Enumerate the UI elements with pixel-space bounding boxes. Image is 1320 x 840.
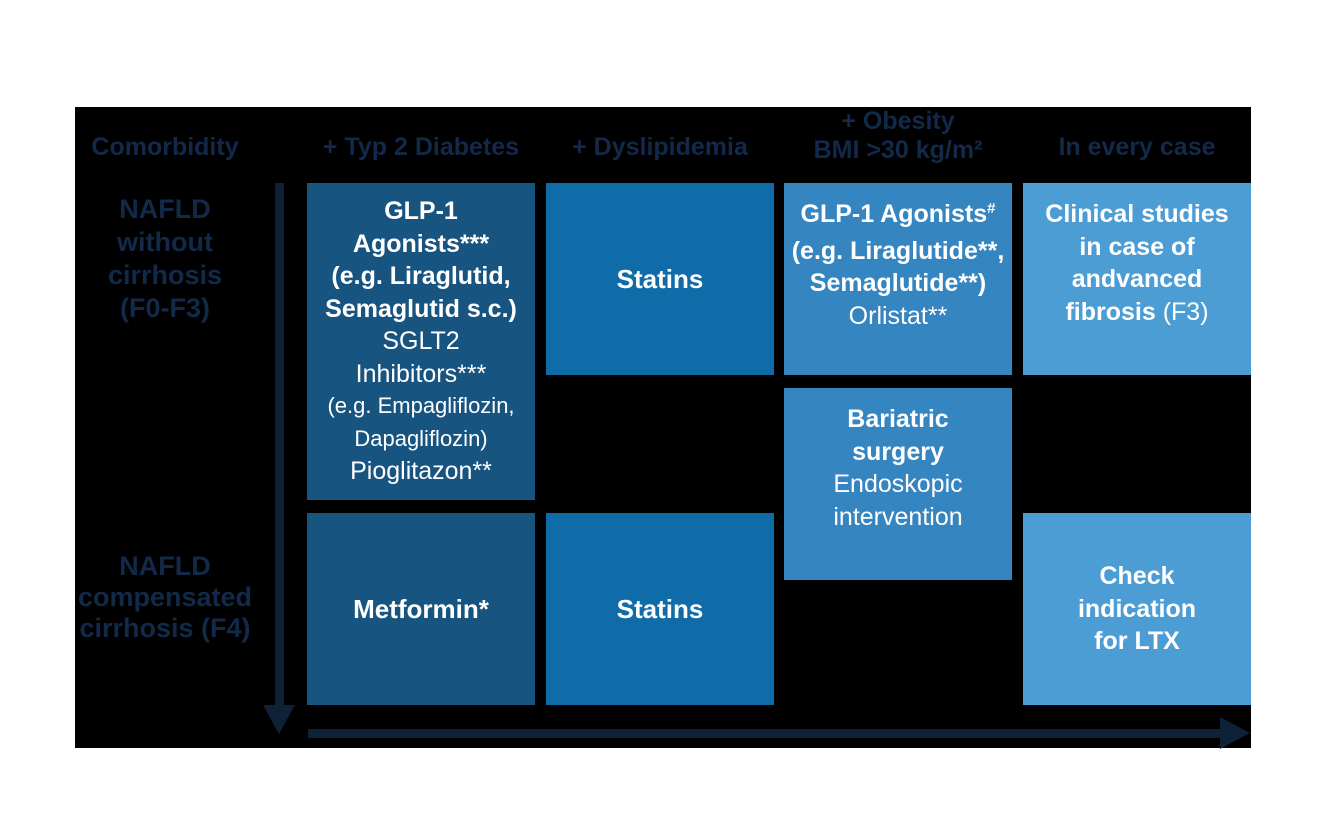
box-line: Metformin* — [353, 594, 489, 624]
box-line: Inhibitors*** — [355, 359, 487, 388]
box-title-superscript: # — [987, 200, 996, 217]
column-header-obesity: + Obesity BMI >30 kg/m² — [784, 107, 1012, 165]
box-line: Dapagliflozin) — [354, 425, 488, 451]
box-dyslipidemia-f0f3: Statins — [546, 183, 774, 375]
box-every-case-f4: Check indication for LTX — [1023, 513, 1251, 705]
box-line: in case of — [1079, 232, 1195, 261]
box-every-case-f0f3: Clinical studies in case of andvanced fi… — [1023, 183, 1251, 375]
right-arrow-head — [1220, 717, 1250, 749]
row-label-line: cirrhosis (F4) — [79, 613, 251, 643]
box-title-text: GLP-1 Agonists — [800, 200, 988, 228]
box-obesity-f0f3-bariatric: Bariatric surgery Endoskopic interventio… — [784, 388, 1012, 580]
row-label-line: compensated — [77, 582, 253, 612]
box-line: (e.g. Empagliflozin, — [327, 393, 515, 419]
column-header-in-every-case: In every case — [1058, 133, 1216, 161]
box-line: andvanced — [1071, 265, 1203, 293]
box-line: Statins — [616, 594, 704, 624]
box-line: Semaglutide**) — [809, 269, 987, 297]
right-arrow-shaft — [308, 729, 1221, 738]
row-label-line: NAFLD — [119, 551, 211, 581]
box-line: Pioglitazon** — [350, 457, 492, 486]
box-diabetes-f4: Metformin* — [307, 513, 535, 705]
box-line: for LTX — [1094, 627, 1180, 656]
box-line: GLP-1 Agonists# — [801, 198, 996, 235]
box-line: (e.g. Liraglutid, — [331, 262, 511, 291]
row-label-line: cirrhosis — [107, 260, 223, 290]
row-label-line: (F0-F3) — [120, 293, 210, 323]
column-header-dyslipidemia: + Dyslipidemia — [572, 133, 748, 161]
row-label-line: without — [117, 227, 213, 257]
box-line: Check — [1099, 562, 1175, 591]
box-line: Clinical studies — [1045, 200, 1229, 228]
box-line: Semaglutid s.c.) — [325, 294, 517, 323]
nafld-treatment-diagram: Comorbidity + Typ 2 Diabetes + Dyslipide… — [75, 107, 1251, 749]
box-line: Orlistat** — [848, 301, 948, 330]
row-label-nafld-without-cirrhosis: NAFLD without cirrhosis (F0-F3) — [70, 193, 260, 325]
box-line-regular-part: (F3) — [1155, 297, 1209, 326]
box-line: Agonists*** — [352, 229, 490, 258]
column-header-comorbidity: Comorbidity — [91, 133, 239, 161]
down-arrow-head — [263, 705, 295, 734]
box-line: surgery — [852, 437, 944, 466]
box-line: intervention — [833, 502, 963, 531]
row-label-line: NAFLD — [119, 194, 211, 224]
box-line: fibrosis (F3) — [1065, 296, 1208, 329]
box-line: Bariatric — [847, 405, 949, 433]
column-header-typ2-diabetes: + Typ 2 Diabetes — [322, 133, 520, 161]
box-line: (e.g. Liraglutide**, — [791, 236, 1005, 265]
box-diabetes-f0f3: GLP-1 Agonists*** (e.g. Liraglutid, Sema… — [307, 183, 535, 500]
box-line: Statins — [616, 264, 704, 294]
down-arrow-shaft — [275, 183, 284, 707]
column-header-obesity-line1: + Obesity — [841, 107, 955, 135]
box-line: GLP-1 — [384, 197, 458, 226]
box-line: indication — [1077, 594, 1197, 623]
row-label-nafld-compensated-cirrhosis: NAFLD compensated cirrhosis (F4) — [70, 551, 260, 644]
box-line: SGLT2 — [382, 327, 460, 356]
box-dyslipidemia-f4: Statins — [546, 513, 774, 705]
box-obesity-f0f3: GLP-1 Agonists# (e.g. Liraglutide**, Sem… — [784, 183, 1012, 375]
box-line: Endoskopic — [833, 470, 963, 498]
box-line-bold-part: fibrosis — [1065, 297, 1156, 326]
column-header-obesity-line2: BMI >30 kg/m² — [813, 136, 983, 164]
